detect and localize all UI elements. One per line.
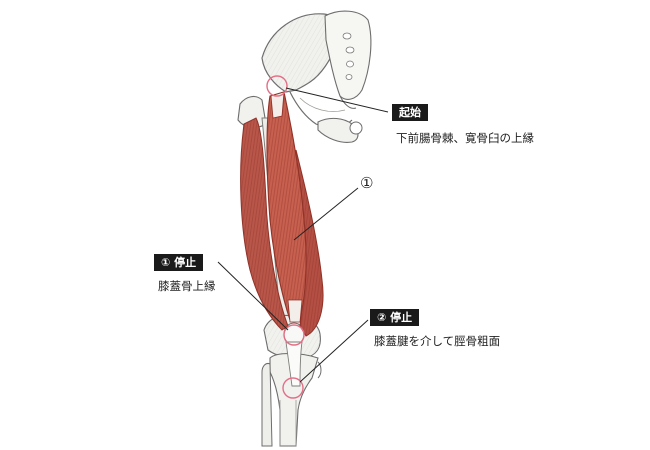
pubic-bone [317, 117, 363, 143]
insertion1-description: 膝蓋骨上縁 [158, 279, 216, 293]
pelvis-bone [261, 13, 353, 129]
origin-description: 下前腸骨棘、寛骨臼の上縁 [396, 131, 534, 145]
patellar-tendon [285, 341, 303, 387]
insertion2-tag: ② 停止 [370, 309, 420, 326]
muscle-number-label: ① [360, 174, 374, 192]
insertion1-tag: ① 停止 [154, 254, 204, 271]
origin-marker [266, 75, 288, 97]
origin-tendon [270, 91, 285, 119]
insertion2-description: 膝蓋腱を介して脛骨粗面 [374, 334, 501, 348]
muscle-leader-line [293, 187, 359, 241]
insertion2-marker [282, 377, 304, 399]
origin-tag: 起始 [392, 104, 428, 121]
insertion1-marker [283, 324, 305, 346]
sacrum-bone [324, 10, 372, 109]
insertion1-leader-line [217, 261, 289, 331]
origin-leader-line [285, 87, 389, 113]
insertion-tendon [287, 299, 303, 323]
insertion2-leader-line [299, 319, 369, 383]
